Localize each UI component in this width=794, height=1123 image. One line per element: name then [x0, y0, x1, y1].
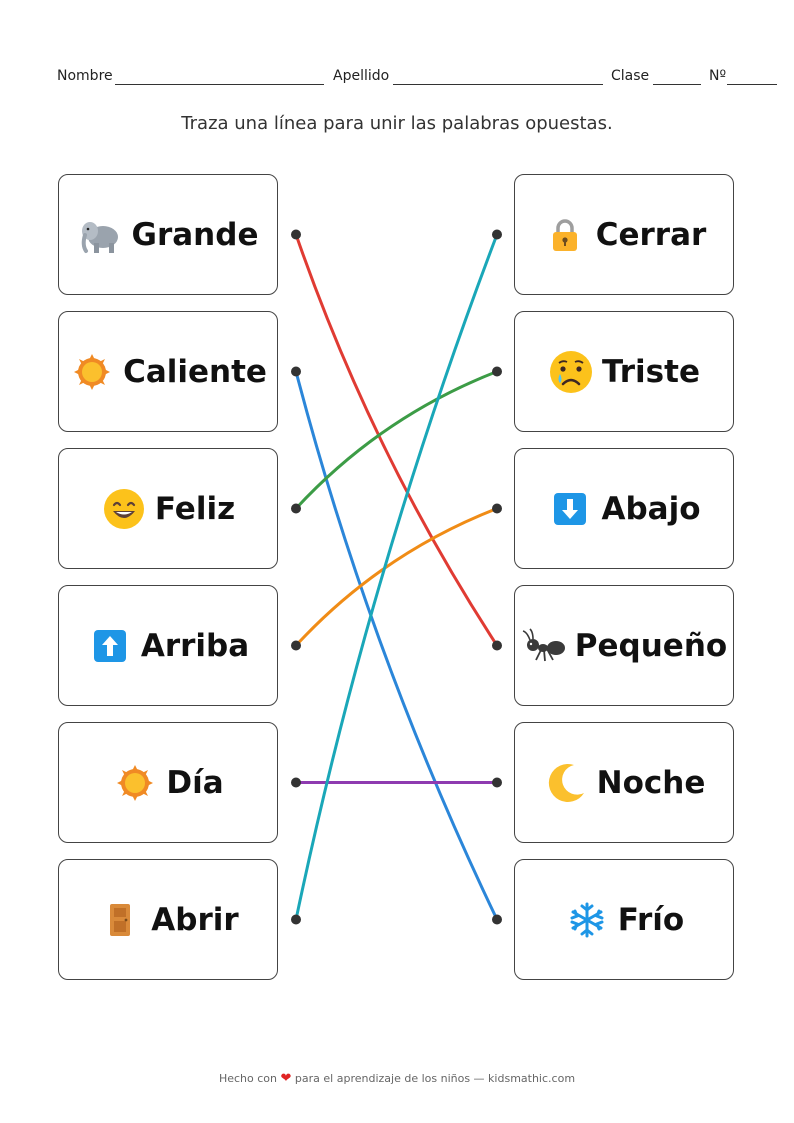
right-card-abajo: Abajo	[514, 448, 734, 569]
footer-text-after: para el aprendizaje de los niños — kidsm…	[294, 1072, 576, 1085]
connection-line-3	[294, 507, 499, 647]
class-label: Clase	[611, 68, 650, 84]
right-card-frío: Frío	[514, 859, 734, 980]
right-connector-dot[interactable]	[492, 777, 502, 788]
right-word: Triste	[602, 353, 700, 390]
left-card-grande: Grande	[58, 174, 278, 295]
connection-line-0	[294, 233, 499, 647]
name-label: Nombre	[57, 68, 113, 84]
left-card-caliente: Caliente	[58, 311, 278, 432]
instruction-text: Traza una línea para unir las palabras o…	[181, 113, 613, 134]
left-card-arriba: Arriba	[58, 585, 278, 706]
left-word: Arriba	[140, 627, 250, 664]
connection-line-2	[294, 370, 499, 510]
ant-icon	[521, 623, 567, 669]
lock-icon	[542, 212, 588, 258]
left-card-día: Día	[58, 722, 278, 843]
footer-text-before: Hecho con	[218, 1072, 278, 1085]
left-connector-dot[interactable]	[291, 229, 301, 240]
smiling-face-icon	[101, 486, 147, 532]
name-field-line[interactable]	[115, 84, 324, 85]
number-label: Nº	[709, 68, 727, 84]
surname-field-line[interactable]	[393, 84, 603, 85]
right-connector-dot[interactable]	[492, 366, 502, 377]
surname-label: Apellido	[333, 68, 390, 84]
door-icon	[97, 897, 143, 943]
heart-icon: ❤	[280, 1071, 292, 1086]
left-connector-dot[interactable]	[291, 503, 301, 514]
left-word: Feliz	[154, 490, 236, 527]
right-card-pequeño: Pequeño	[514, 585, 734, 706]
right-card-cerrar: Cerrar	[514, 174, 734, 295]
left-card-abrir: Abrir	[58, 859, 278, 980]
sun-icon	[69, 349, 115, 395]
number-field-line[interactable]	[727, 84, 777, 85]
left-word: Abrir	[151, 901, 239, 938]
left-connector-dot[interactable]	[291, 640, 301, 651]
left-connector-dot[interactable]	[291, 777, 301, 788]
snowflake-icon	[564, 897, 610, 943]
right-card-noche: Noche	[514, 722, 734, 843]
connection-line-1	[294, 370, 499, 921]
right-word: Cerrar	[595, 216, 707, 253]
right-card-triste: Triste	[514, 311, 734, 432]
left-card-feliz: Feliz	[58, 448, 278, 569]
right-connector-dot[interactable]	[492, 229, 502, 240]
right-word: Noche	[596, 764, 706, 801]
left-word: Caliente	[123, 353, 267, 390]
footer: Hecho con ❤ para el aprendizaje de los n…	[0, 1071, 794, 1086]
connection-line-5	[294, 233, 499, 921]
right-word: Frío	[617, 901, 685, 938]
left-connector-dot[interactable]	[291, 914, 301, 925]
down-arrow-icon	[547, 486, 593, 532]
crying-face-icon	[548, 349, 594, 395]
right-connector-dot[interactable]	[492, 640, 502, 651]
left-word: Día	[166, 764, 224, 801]
elephant-icon	[78, 212, 124, 258]
right-word: Pequeño	[574, 627, 728, 664]
right-connector-dot[interactable]	[492, 914, 502, 925]
left-connector-dot[interactable]	[291, 366, 301, 377]
crescent-moon-icon	[543, 760, 589, 806]
sun-icon	[112, 760, 158, 806]
student-info-header: Nombre Apellido Clase Nº	[57, 68, 779, 88]
right-word: Abajo	[601, 490, 701, 527]
left-word: Grande	[131, 216, 259, 253]
right-connector-dot[interactable]	[492, 503, 502, 514]
class-field-line[interactable]	[653, 84, 701, 85]
up-arrow-icon	[87, 623, 133, 669]
